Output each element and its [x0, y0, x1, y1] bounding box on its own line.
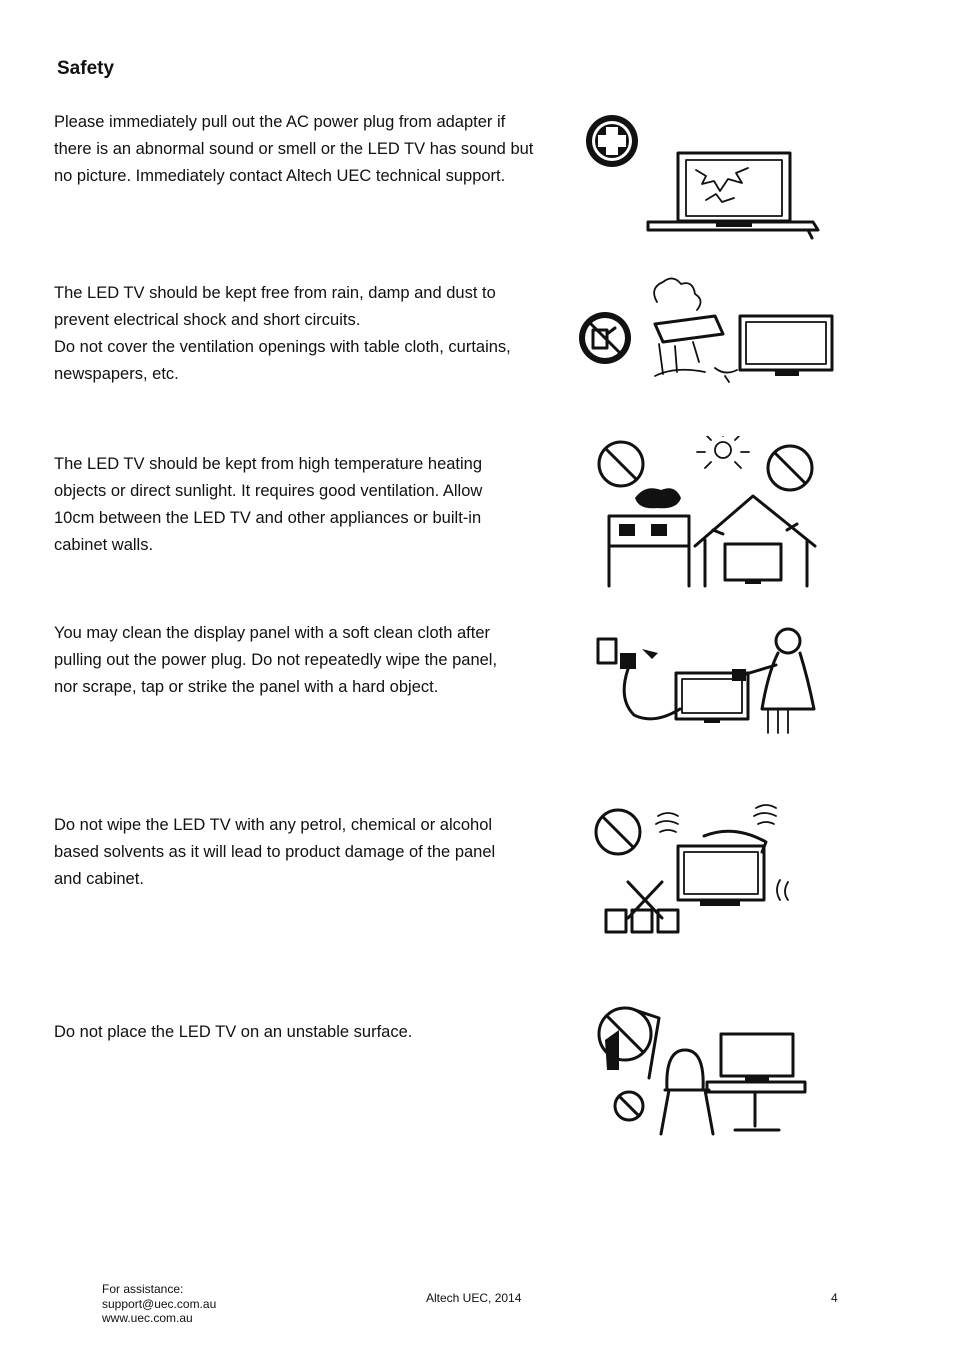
- power-plug-icon: [596, 637, 682, 721]
- illustration-tv-abnormal-first-aid: [578, 108, 828, 243]
- footer-contact: For assistance: support@uec.com.au www.u…: [102, 1282, 216, 1326]
- text-line: objects or direct sunlight. It requires …: [54, 482, 483, 500]
- sun-icon: [696, 436, 750, 469]
- solvent-bottles-icon: [604, 880, 680, 934]
- tv-on-stand-icon: [646, 151, 820, 240]
- illustration-cleaning: [592, 625, 822, 737]
- text-line: Do not place the LED TV on an unstable s…: [54, 1023, 413, 1041]
- prohibited-icon: [594, 808, 642, 856]
- text-line: The LED TV should be kept from high temp…: [54, 455, 483, 473]
- page-number: 4: [831, 1291, 838, 1305]
- steam-pot-icon: [653, 277, 738, 383]
- safety-paragraph-power-plug: Please immediately pull out the AC power…: [54, 109, 569, 190]
- text-line: Do not wipe the LED TV with any petrol, …: [54, 816, 493, 834]
- illustration-solvents: [592, 800, 792, 940]
- person-cleaning-icon: [732, 627, 816, 734]
- page-heading: Safety: [57, 58, 115, 79]
- cabinet-tv-icon: [693, 494, 817, 588]
- text-line: prevent electrical shock and short circu…: [54, 311, 361, 329]
- text-line: nor scrape, tap or strike the panel with…: [54, 678, 439, 696]
- footer-email: support@uec.com.au: [102, 1296, 217, 1311]
- text-line: cabinet walls.: [54, 536, 154, 554]
- text-line: Do not cover the ventilation openings wi…: [54, 338, 511, 356]
- no-water-icon: [579, 312, 631, 364]
- footer-website: www.uec.com.au: [102, 1311, 193, 1325]
- text-line: no picture. Immediately contact Altech U…: [54, 167, 506, 185]
- tv-icon: [738, 314, 834, 376]
- fumes-icon: [655, 804, 789, 901]
- chair-icon: [659, 1048, 715, 1136]
- tv-icon: [676, 829, 768, 906]
- footer-assistance-label: For assistance:: [102, 1282, 184, 1296]
- illustration-moisture-ventilation: [575, 272, 840, 392]
- footer-copyright: Altech UEC, 2014: [426, 1291, 522, 1305]
- text-line: You may clean the display panel with a s…: [54, 624, 490, 642]
- stove-kettle-icon: [607, 488, 691, 588]
- tv-icon: [674, 671, 750, 723]
- text-line: 10cm between the LED TV and other applia…: [54, 509, 482, 527]
- text-line: there is an abnormal sound or smell or t…: [54, 140, 534, 158]
- text-line: based solvents as it will lead to produc…: [54, 843, 496, 861]
- prohibited-ladder-icon: [597, 1006, 661, 1080]
- safety-paragraph-heat-sunlight: The LED TV should be kept from high temp…: [54, 451, 569, 559]
- text-line: Please immediately pull out the AC power…: [54, 113, 506, 131]
- first-aid-cross-icon: [586, 115, 638, 167]
- safety-paragraph-moisture-ventilation: The LED TV should be kept free from rain…: [54, 280, 569, 388]
- illustration-unstable-surface: [595, 1000, 810, 1142]
- safety-paragraph-unstable-surface: Do not place the LED TV on an unstable s…: [54, 1019, 569, 1046]
- text-line: and cabinet.: [54, 870, 144, 888]
- prohibited-icon: [766, 444, 814, 492]
- prohibited-icon: [597, 440, 645, 488]
- text-line: The LED TV should be kept free from rain…: [54, 284, 496, 302]
- table-tv-icon: [705, 1032, 807, 1132]
- safety-paragraph-solvents: Do not wipe the LED TV with any petrol, …: [54, 812, 569, 893]
- safety-paragraph-cleaning: You may clean the display panel with a s…: [54, 620, 569, 701]
- prohibited-icon: [613, 1090, 645, 1122]
- illustration-heat-sunlight: [595, 436, 825, 591]
- text-line: newspapers, etc.: [54, 365, 179, 383]
- text-line: pulling out the power plug. Do not repea…: [54, 651, 498, 669]
